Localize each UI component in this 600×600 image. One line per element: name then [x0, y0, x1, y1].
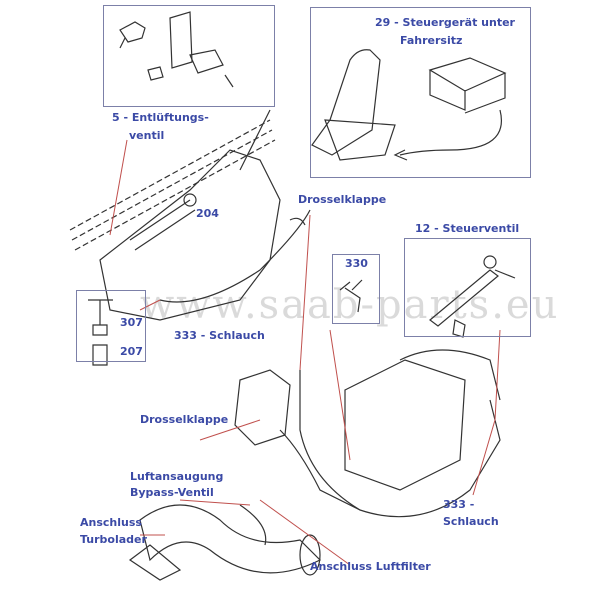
seat-ecu-drawing: [311, 49, 507, 161]
label-vent-5: 5 - Entlüftungs-: [112, 111, 209, 124]
label-207: 207: [120, 345, 143, 358]
label-throttle-top: Drosselklappe: [298, 193, 387, 206]
label-control-valve-12: 12 - Steuerventil: [415, 222, 520, 235]
vent-valve-drawing: [119, 11, 234, 88]
label-turbo-cont: Turbolader: [80, 533, 147, 546]
label-ecu-29-cont: Fahrersitz: [400, 34, 463, 47]
engine-drawing: [69, 109, 311, 321]
label-330: 330: [345, 257, 368, 270]
label-307: 307: [120, 316, 143, 329]
leader-lines: [109, 139, 501, 566]
label-air-filter: Anschluss Luftfilter: [310, 560, 431, 573]
label-hose-333-left: 333 - Schlauch: [174, 329, 265, 342]
label-ecu-29: 29 - Steuergerät unter: [375, 16, 515, 29]
watermark: www.saab-parts.eu: [140, 282, 560, 328]
control-valve-box: [404, 238, 531, 337]
label-204: 204: [196, 207, 219, 220]
lower-engine-drawing: [234, 349, 501, 518]
part-330-box: [332, 254, 380, 324]
ecu-detail-box: [310, 7, 531, 178]
control-valve-drawing: [429, 255, 516, 338]
label-bypass-cont: Bypass-Ventil: [130, 486, 214, 499]
label-throttle-bottom: Drosselklappe: [140, 413, 229, 426]
label-turbo: Anschluss: [80, 516, 142, 529]
part-330-drawing: [339, 279, 363, 313]
label-hose-333-right: 333 -: [443, 498, 475, 511]
part-307-207-drawing: [88, 299, 113, 366]
label-vent-5-cont: ventil: [129, 129, 165, 142]
label-hose-333-right-cont: Schlauch: [443, 515, 499, 528]
part-307-207-box: [76, 290, 146, 362]
turbo-intake-drawing: [128, 504, 322, 581]
vent-valve-detail-box: [103, 5, 275, 107]
label-bypass: Luftansaugung: [130, 470, 224, 483]
